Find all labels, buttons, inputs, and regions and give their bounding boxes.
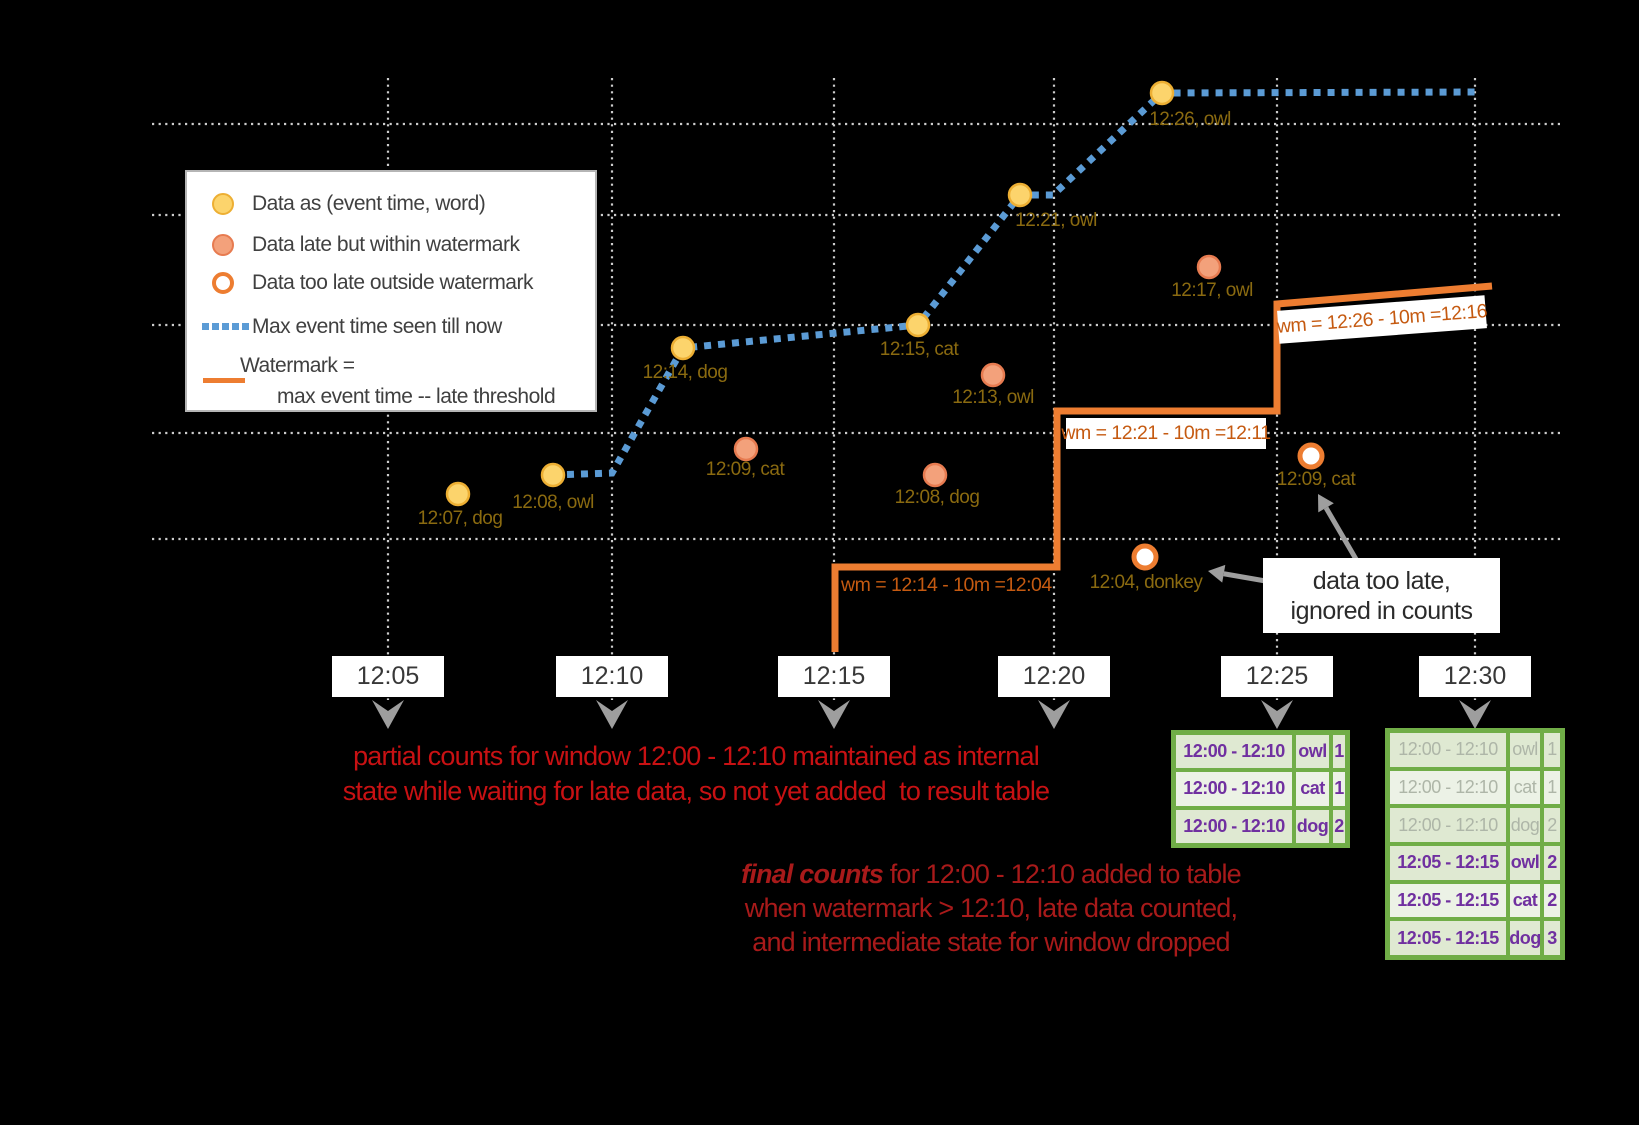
data-point-late [1196, 254, 1222, 280]
result-cell-word: owl [1510, 845, 1540, 880]
legend-item-label: Max event time seen till now [252, 315, 502, 338]
point-label: 12:21, owl [1015, 210, 1097, 231]
too-late-note-line: data too late, [1312, 566, 1451, 595]
result-cell-window: 12:05 - 12:15 [1390, 845, 1506, 880]
watermark-label: wm = 12:14 - 10m =12:04 [841, 573, 1052, 596]
x-axis-tick: 12:20 [998, 656, 1110, 697]
data-point-late [980, 362, 1006, 388]
legend-dash-sample [202, 323, 209, 330]
point-label: 12:07, dog [417, 508, 503, 529]
point-label: 12:13, owl [952, 387, 1034, 408]
point-label: 12:17, owl [1171, 280, 1253, 301]
tick-arrowhead [596, 700, 628, 729]
partial-counts-note: partial counts for window 12:00 - 12:10 … [342, 741, 1050, 806]
data-point-on-time [670, 335, 696, 361]
legend-item-label: Watermark = [240, 354, 355, 377]
final-counts-lead: final counts [741, 859, 884, 889]
data-point-on-time [1007, 182, 1033, 208]
result-cell-count: 2 [1544, 808, 1560, 842]
x-axis-tick: 12:10 [556, 656, 668, 697]
legend-late-dot [212, 234, 234, 256]
result-cell-window: 12:00 - 12:10 [1390, 770, 1506, 805]
legend-item-label: max event time -- late threshold [277, 385, 556, 408]
result-cell-window: 12:00 - 12:10 [1176, 735, 1292, 769]
result-cell-word: dog [1296, 809, 1329, 843]
legend-dash-sample [242, 323, 249, 330]
result-cell-word: cat [1296, 772, 1329, 806]
legend-item-label: Data as (event time, word) [252, 192, 486, 215]
tick-arrowhead [372, 700, 404, 729]
data-point-too-late [1297, 442, 1325, 470]
annotation-arrowhead [1318, 494, 1334, 513]
tick-arrowhead [1459, 700, 1491, 729]
result-cell-word: owl [1296, 735, 1329, 769]
result-cell-window: 12:00 - 12:10 [1176, 772, 1292, 806]
result-cell-count: 1 [1544, 770, 1560, 805]
legend-on-time-dot [212, 193, 234, 215]
legend-too-late-circle [212, 272, 234, 294]
data-point-on-time [445, 481, 471, 507]
legend-item-label: Data too late outside watermark [252, 271, 533, 294]
result-cell-window: 12:00 - 12:10 [1390, 808, 1506, 842]
watermark-line [831, 282, 1493, 652]
point-label: 12:09, cat [1276, 469, 1356, 490]
result-cell-word: dog [1509, 921, 1541, 955]
data-point-on-time [1149, 80, 1175, 106]
final-note-line: final counts for 12:00 - 12:10 added to … [741, 859, 1242, 889]
result-cell-count: 2 [1544, 883, 1560, 918]
x-axis-tick: 12:30 [1419, 656, 1531, 697]
result-cell-window: 12:00 - 12:10 [1176, 809, 1292, 843]
legend-dash-sample [222, 323, 229, 330]
x-axis-tick: 12:25 [1221, 656, 1333, 697]
result-cell-word: dog [1510, 808, 1540, 842]
too-late-note: data too late,ignored in counts [1263, 558, 1500, 633]
x-axis-tick: 12:05 [332, 656, 444, 697]
result-cell-window: 12:05 - 12:15 [1390, 921, 1506, 955]
point-label: 12:08, owl [512, 492, 594, 513]
point-label: 12:26, owl [1149, 109, 1231, 130]
result-cell-count: 2 [1544, 845, 1560, 880]
annotation-arrow-shaft [1323, 506, 1363, 568]
point-label: 12:04, donkey [1089, 572, 1203, 593]
x-axis-tick: 12:15 [778, 656, 890, 697]
data-point-on-time [905, 312, 931, 338]
legend-watermark-line-sample [203, 378, 245, 383]
point-label: 12:09, cat [705, 459, 785, 480]
data-point-late [922, 462, 948, 488]
legend-dash-sample [232, 323, 239, 330]
final-note-line: when watermark > 12:10, late data counte… [744, 893, 1238, 923]
annotation-arrowhead [1208, 564, 1226, 583]
data-point-on-time [540, 462, 566, 488]
point-label: 12:15, cat [879, 339, 959, 360]
legend-dash-sample [212, 323, 219, 330]
point-label: 12:14, dog [642, 362, 728, 383]
result-cell-count: 1 [1544, 733, 1560, 767]
result-cell-count: 1 [1333, 772, 1345, 806]
data-point-late [733, 436, 759, 462]
result-cell-window: 12:05 - 12:15 [1390, 883, 1506, 918]
tick-arrowhead [818, 700, 850, 729]
result-cell-word: cat [1510, 770, 1540, 805]
result-cell-count: 1 [1333, 735, 1345, 769]
result-cell-count: 2 [1333, 809, 1345, 843]
tick-arrowhead [1038, 700, 1070, 729]
result-cell-word: owl [1510, 733, 1540, 767]
tick-arrowhead [1261, 700, 1293, 729]
data-point-too-late [1131, 543, 1159, 571]
point-label: 12:08, dog [894, 487, 980, 508]
legend [185, 170, 597, 412]
result-cell-count: 3 [1544, 921, 1560, 955]
final-counts-note: final counts for 12:00 - 12:10 added to … [721, 857, 1261, 959]
too-late-note-line: ignored in counts [1290, 596, 1473, 625]
result-cell-window: 12:00 - 12:10 [1390, 733, 1506, 767]
final-note-line: and intermediate state for window droppe… [752, 927, 1230, 957]
watermark-label: wm = 12:21 - 10m =12:11 [1061, 418, 1271, 449]
result-cell-word: cat [1510, 883, 1540, 918]
legend-item-label: Data late but within watermark [252, 233, 520, 256]
max-event-time-line [552, 88, 1479, 479]
